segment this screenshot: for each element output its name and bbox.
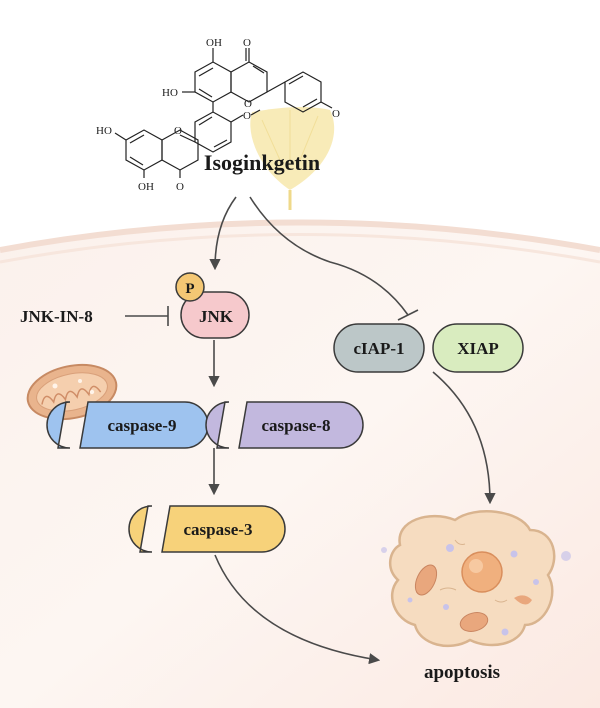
xiap-label: XIAP [457,339,499,358]
inhibitor-label: JNK-IN-8 [20,307,93,326]
ciap1-label: cIAP-1 [354,339,405,358]
atom-o-ring-bottom: O [174,125,182,137]
atom-oh-top: OH [206,37,222,49]
xiap-node [432,323,524,373]
atom-oh-bottom: OH [138,181,154,193]
phospho-label: P [185,281,194,297]
cell-membrane [0,219,600,253]
phospho-node [175,272,205,302]
inhibit-line-compound-to-iap [249,196,409,316]
arrow-iap-to-apoptosis [432,371,496,505]
apoptosis-label: apoptosis [424,662,500,683]
isoginkgetin-structure [114,48,333,178]
arrow-caspase3-to-apoptosis [214,554,381,665]
arrow-compound-to-jnk [209,196,237,271]
atom-ho-bottom: HO [96,125,112,137]
cell-membrane-inner [0,233,600,264]
atom-o-methoxy-top: O [332,108,340,120]
caspase8-node [205,401,364,449]
ginkgo-leaf-icon [250,106,335,210]
apoptotic-cell-icon [381,510,571,648]
atom-o-ring-top: O [244,98,252,110]
ciap1-node [333,323,425,373]
caspase9-label: caspase-9 [108,416,177,435]
compound-name: Isoginkgetin [204,150,320,175]
caspase3-label: caspase-3 [184,520,253,539]
atom-ho-top: HO [162,87,178,99]
jnk-node [180,291,250,339]
caspase8-label: caspase-8 [262,416,331,435]
atom-o-bottom-keto: O [176,181,184,193]
atom-o-methoxy-mid: O [243,110,251,122]
caspase3-node [128,505,286,553]
inhibit-bar-iap [397,309,419,321]
jnk-label: JNK [199,307,234,326]
atom-o-top-keto: O [243,37,251,49]
